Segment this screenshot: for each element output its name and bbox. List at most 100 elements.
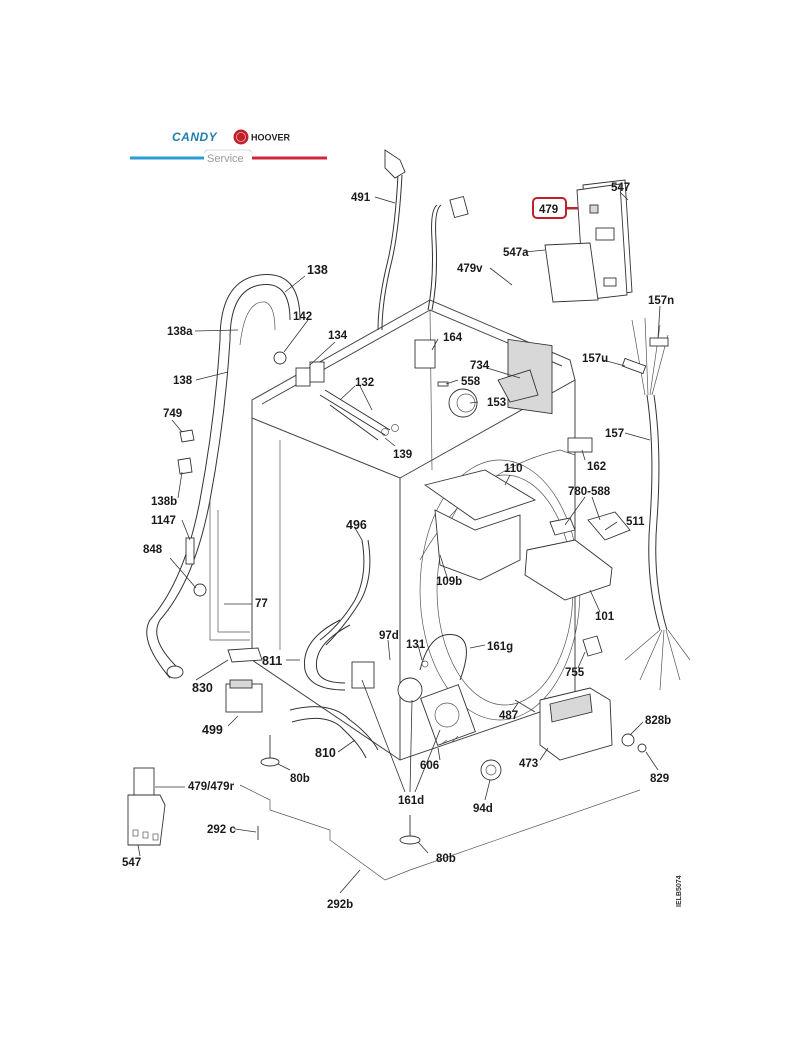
part-780-588 bbox=[549, 517, 576, 536]
label-830[interactable]: 830 bbox=[192, 681, 213, 695]
label-547a[interactable]: 547a bbox=[503, 247, 529, 259]
label-138-top[interactable]: 138 bbox=[307, 263, 328, 277]
filter-94d bbox=[480, 759, 502, 781]
harness-bottom-wires bbox=[624, 629, 691, 691]
label-132[interactable]: 132 bbox=[355, 377, 374, 389]
label-138-left[interactable]: 138 bbox=[173, 375, 193, 387]
label-138a[interactable]: 138a bbox=[167, 326, 193, 338]
part-828b bbox=[621, 733, 635, 747]
label-734[interactable]: 734 bbox=[470, 360, 490, 372]
suppressor-164 bbox=[414, 339, 436, 369]
label-749[interactable]: 749 bbox=[163, 408, 182, 420]
label-780-588[interactable]: 780-588 bbox=[568, 486, 611, 498]
connector-558 bbox=[437, 381, 449, 387]
label-161g[interactable]: 161g bbox=[487, 641, 513, 653]
label-292b[interactable]: 292b bbox=[327, 899, 353, 911]
label-153[interactable]: 153 bbox=[487, 397, 506, 409]
label-157n[interactable]: 157n bbox=[648, 295, 674, 307]
foot-80b-left bbox=[260, 735, 280, 767]
label-131[interactable]: 131 bbox=[406, 639, 426, 651]
service-label: Service bbox=[207, 153, 244, 165]
bracket-755 bbox=[582, 635, 603, 657]
label-164[interactable]: 164 bbox=[443, 332, 463, 344]
label-97d[interactable]: 97d bbox=[379, 630, 399, 642]
harness-main-cable bbox=[646, 394, 661, 631]
label-138b[interactable]: 138b bbox=[151, 496, 177, 508]
label-558[interactable]: 558 bbox=[461, 376, 481, 388]
hoover-badge-ring bbox=[236, 132, 246, 142]
valve-134 bbox=[295, 367, 311, 387]
label-479[interactable]: 479 bbox=[539, 204, 558, 216]
label-80b-bottom[interactable]: 80b bbox=[436, 853, 456, 865]
label-479-479r[interactable]: 479/479r bbox=[188, 781, 235, 793]
label-77[interactable]: 77 bbox=[255, 598, 268, 610]
cord-connector-icon bbox=[449, 195, 469, 219]
hoses-132 bbox=[319, 389, 399, 441]
pump-499 bbox=[225, 683, 263, 713]
base-plate-292b bbox=[239, 784, 641, 881]
label-811[interactable]: 811 bbox=[262, 654, 282, 668]
drawing-reference-code: IELB5074 bbox=[676, 875, 683, 907]
hoover-logo: HOOVER bbox=[233, 129, 291, 145]
hose-496 bbox=[319, 539, 365, 641]
filter-142 bbox=[273, 351, 287, 365]
label-829[interactable]: 829 bbox=[650, 773, 669, 785]
hose-161g bbox=[419, 633, 467, 681]
label-292c[interactable]: 292 c bbox=[207, 824, 236, 836]
inlet-hose bbox=[146, 274, 301, 679]
power-plug-icon bbox=[384, 149, 406, 179]
label-828b[interactable]: 828b bbox=[645, 715, 671, 727]
label-80b-left[interactable]: 80b bbox=[290, 773, 310, 785]
label-479v[interactable]: 479v bbox=[457, 263, 483, 275]
label-134[interactable]: 134 bbox=[328, 330, 348, 342]
label-547-top[interactable]: 547 bbox=[611, 182, 630, 194]
power-cord-cable-2 bbox=[427, 204, 438, 311]
label-1147[interactable]: 1147 bbox=[151, 515, 176, 527]
label-848[interactable]: 848 bbox=[143, 544, 163, 556]
pump-97d bbox=[351, 661, 375, 689]
label-94d[interactable]: 94d bbox=[473, 803, 493, 815]
dispenser-assembly bbox=[423, 469, 631, 601]
label-109b[interactable]: 109b bbox=[436, 576, 462, 588]
pump-opening bbox=[420, 684, 476, 746]
label-499[interactable]: 499 bbox=[202, 723, 223, 737]
label-606[interactable]: 606 bbox=[420, 760, 439, 772]
part-1147 bbox=[185, 537, 195, 565]
label-487[interactable]: 487 bbox=[499, 710, 518, 722]
candy-logo: CANDY bbox=[172, 130, 218, 144]
pump-outlet bbox=[397, 677, 423, 703]
cabinet-back-post bbox=[429, 309, 433, 471]
label-157[interactable]: 157 bbox=[605, 428, 624, 440]
inlet-valve bbox=[273, 351, 325, 387]
dispenser-lid-110 bbox=[423, 469, 537, 521]
label-473[interactable]: 473 bbox=[519, 758, 538, 770]
label-491[interactable]: 491 bbox=[351, 192, 371, 204]
pressure-switch-153 bbox=[448, 388, 478, 418]
label-810[interactable]: 810 bbox=[315, 746, 336, 760]
brand-header: CANDY HOOVER Service bbox=[130, 129, 327, 165]
label-110[interactable]: 110 bbox=[504, 463, 523, 475]
control-board-assembly bbox=[507, 179, 633, 415]
label-162[interactable]: 162 bbox=[587, 461, 606, 473]
label-547-bottom[interactable]: 547 bbox=[122, 857, 141, 869]
hoover-badge-icon bbox=[233, 129, 249, 145]
label-157u[interactable]: 157u bbox=[582, 353, 608, 365]
connector-157u bbox=[621, 357, 647, 375]
door-lock-162 bbox=[567, 437, 593, 453]
label-139[interactable]: 139 bbox=[393, 449, 412, 461]
clip-830 bbox=[227, 647, 263, 663]
label-755[interactable]: 755 bbox=[565, 667, 585, 679]
label-511[interactable]: 511 bbox=[626, 516, 645, 528]
label-161d[interactable]: 161d bbox=[398, 795, 424, 807]
label-101[interactable]: 101 bbox=[595, 611, 615, 623]
hose-810 bbox=[289, 706, 379, 751]
bracket-138b bbox=[177, 457, 193, 475]
label-142[interactable]: 142 bbox=[293, 311, 312, 323]
pad-734 bbox=[497, 369, 539, 403]
board-cover-547a bbox=[544, 242, 599, 303]
wire-harness bbox=[621, 317, 691, 691]
ring-829 bbox=[637, 743, 647, 753]
clamp-139 bbox=[381, 428, 389, 436]
label-496[interactable]: 496 bbox=[346, 518, 367, 532]
